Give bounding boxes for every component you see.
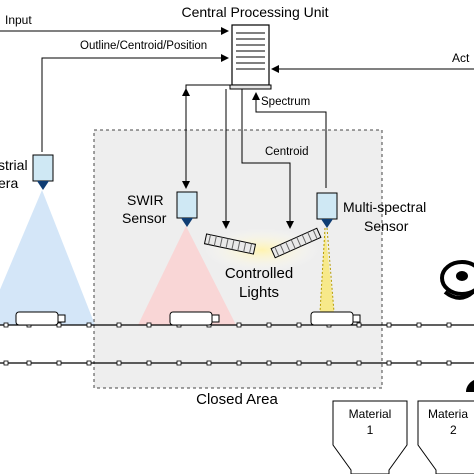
material-bin-1 (332, 400, 408, 474)
material-bin-2 (417, 400, 474, 474)
swir-label-line1: SWIR (127, 192, 164, 208)
camera-fov-cone (0, 190, 95, 325)
material2-label-line1: Materia (428, 407, 468, 421)
spectrum-arrow (252, 92, 327, 188)
swir-fov-cone (138, 226, 236, 325)
material1-label-line2: 1 (367, 423, 374, 437)
bottle-1 (15, 311, 66, 326)
lights-label-line1: Controlled (225, 265, 293, 282)
outline-arrow (41, 54, 229, 152)
closed-area-label: Closed Area (196, 391, 278, 408)
bottle-2 (169, 311, 220, 326)
cpu-title: Central Processing Unit (181, 4, 328, 20)
spectrum-label: Spectrum (261, 96, 310, 108)
left-light (203, 233, 257, 255)
right-light (270, 227, 322, 259)
swir-sensor (176, 191, 198, 227)
conveyor-belt (0, 322, 474, 366)
belt-rollers-bottom (3, 360, 452, 366)
cpu-icon (229, 24, 272, 90)
robot-arm-icon (440, 260, 474, 392)
bottle-3 (310, 311, 361, 326)
lights-glow (204, 228, 320, 272)
act-label: Act (452, 51, 470, 65)
lights-label-line2: Lights (239, 284, 279, 301)
multispectral-sensor (316, 192, 338, 228)
centroid-label: Centroid (265, 146, 308, 158)
swir-label-line2: Sensor (122, 210, 167, 226)
centroid-arrow (241, 89, 294, 229)
input-label: Input (5, 13, 32, 27)
outline-label: Outline/Centroid/Position (80, 40, 207, 52)
multispectral-beam (320, 228, 334, 312)
ms-label-line1: Multi-spectral (343, 199, 426, 215)
ms-label-line2: Sensor (364, 218, 409, 234)
camera-label-line2: era (0, 175, 18, 191)
industrial-camera (32, 154, 54, 190)
camera-label-line1: strial (0, 157, 28, 173)
material2-label-line2: 2 (450, 423, 457, 437)
material1-label-line1: Material (349, 407, 392, 421)
